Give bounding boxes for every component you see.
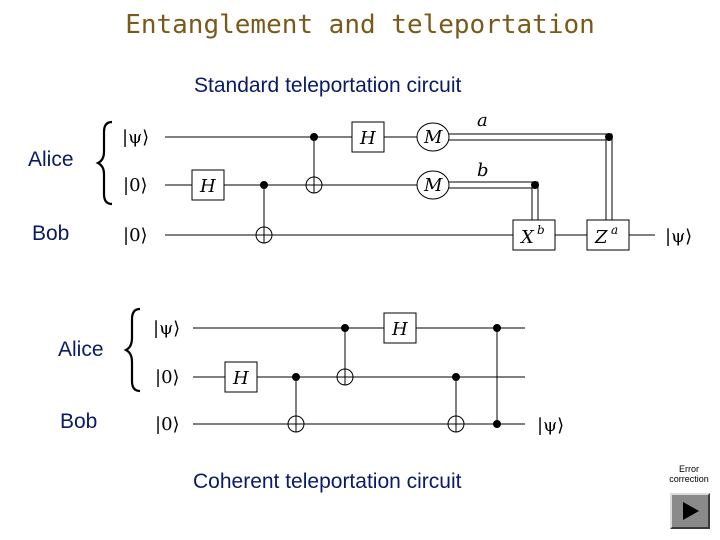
coherent-cnot3-control [452,373,460,381]
standard-x-gate-exponent: b [537,223,545,237]
play-icon [683,502,699,520]
standard-h-gate-1-label: H [199,176,216,197]
coherent-input-zero-1: |0⟩ [155,367,180,388]
coherent-output-psi: |ψ⟩ [537,415,564,436]
standard-cnot1-control [260,181,268,189]
standard-measure-2-label: M [423,175,443,196]
coherent-h-gate-1-label: H [232,368,249,389]
standard-bob-label: Bob [32,222,70,245]
error-correction-label-line2: correction [669,474,709,484]
coherent-circuit: |ψ⟩ |0⟩ |0⟩ H H |ψ⟩ [123,307,564,436]
coherent-cz-control-1 [493,324,501,332]
standard-output-psi: |ψ⟩ [665,226,692,247]
standard-measure-1-label: M [423,127,443,148]
standard-alice-brace [95,120,113,206]
next-slide-button[interactable] [670,493,710,529]
coherent-input-psi: |ψ⟩ [153,318,180,339]
coherent-alice-label: Alice [58,338,104,361]
standard-measure-1 [416,122,450,152]
standard-alice-label: Alice [28,148,74,171]
coherent-input-zero-2: |0⟩ [155,414,180,435]
standard-z-gate [586,219,630,251]
standard-z-gate-exponent: a [611,223,618,237]
page-title: Entanglement and teleportation [125,10,595,40]
coherent-h-gate-2 [383,312,417,344]
coherent-cz-control-2 [493,420,501,428]
standard-circuit: |ψ⟩ |0⟩ |0⟩ H H M M a b X b Z a |ψ⟩ [95,110,692,251]
standard-circuit-caption: Standard teleportation circuit [194,74,462,97]
standard-classical-a-dot [605,133,613,141]
standard-x-gate [512,219,556,251]
standard-classical-b-dot [531,181,539,189]
error-correction-label-line1: Error [679,464,699,474]
coherent-h-gate-2-label: H [391,319,408,340]
coherent-h-gate-1 [224,361,258,393]
coherent-circuit-caption: Coherent teleportation circuit [193,470,462,493]
standard-input-zero-1: |0⟩ [123,175,148,196]
standard-h-gate-1 [191,169,225,201]
coherent-cnot2-control [341,324,349,332]
standard-h-gate-2 [351,121,385,153]
standard-bit-b-label: b [477,160,489,181]
standard-x-gate-label: X [519,227,535,248]
standard-input-zero-2: |0⟩ [123,225,148,246]
standard-input-psi: |ψ⟩ [122,127,149,148]
standard-bit-a-label: a [477,110,488,131]
coherent-cnot1-control [292,373,300,381]
standard-z-gate-label: Z [594,227,608,248]
coherent-bob-label: Bob [60,410,98,433]
coherent-alice-brace [123,307,141,393]
standard-h-gate-2-label: H [359,128,376,149]
standard-measure-2 [416,170,450,200]
standard-cnot2-control [310,133,318,141]
error-correction-label: Error correction [662,464,716,484]
